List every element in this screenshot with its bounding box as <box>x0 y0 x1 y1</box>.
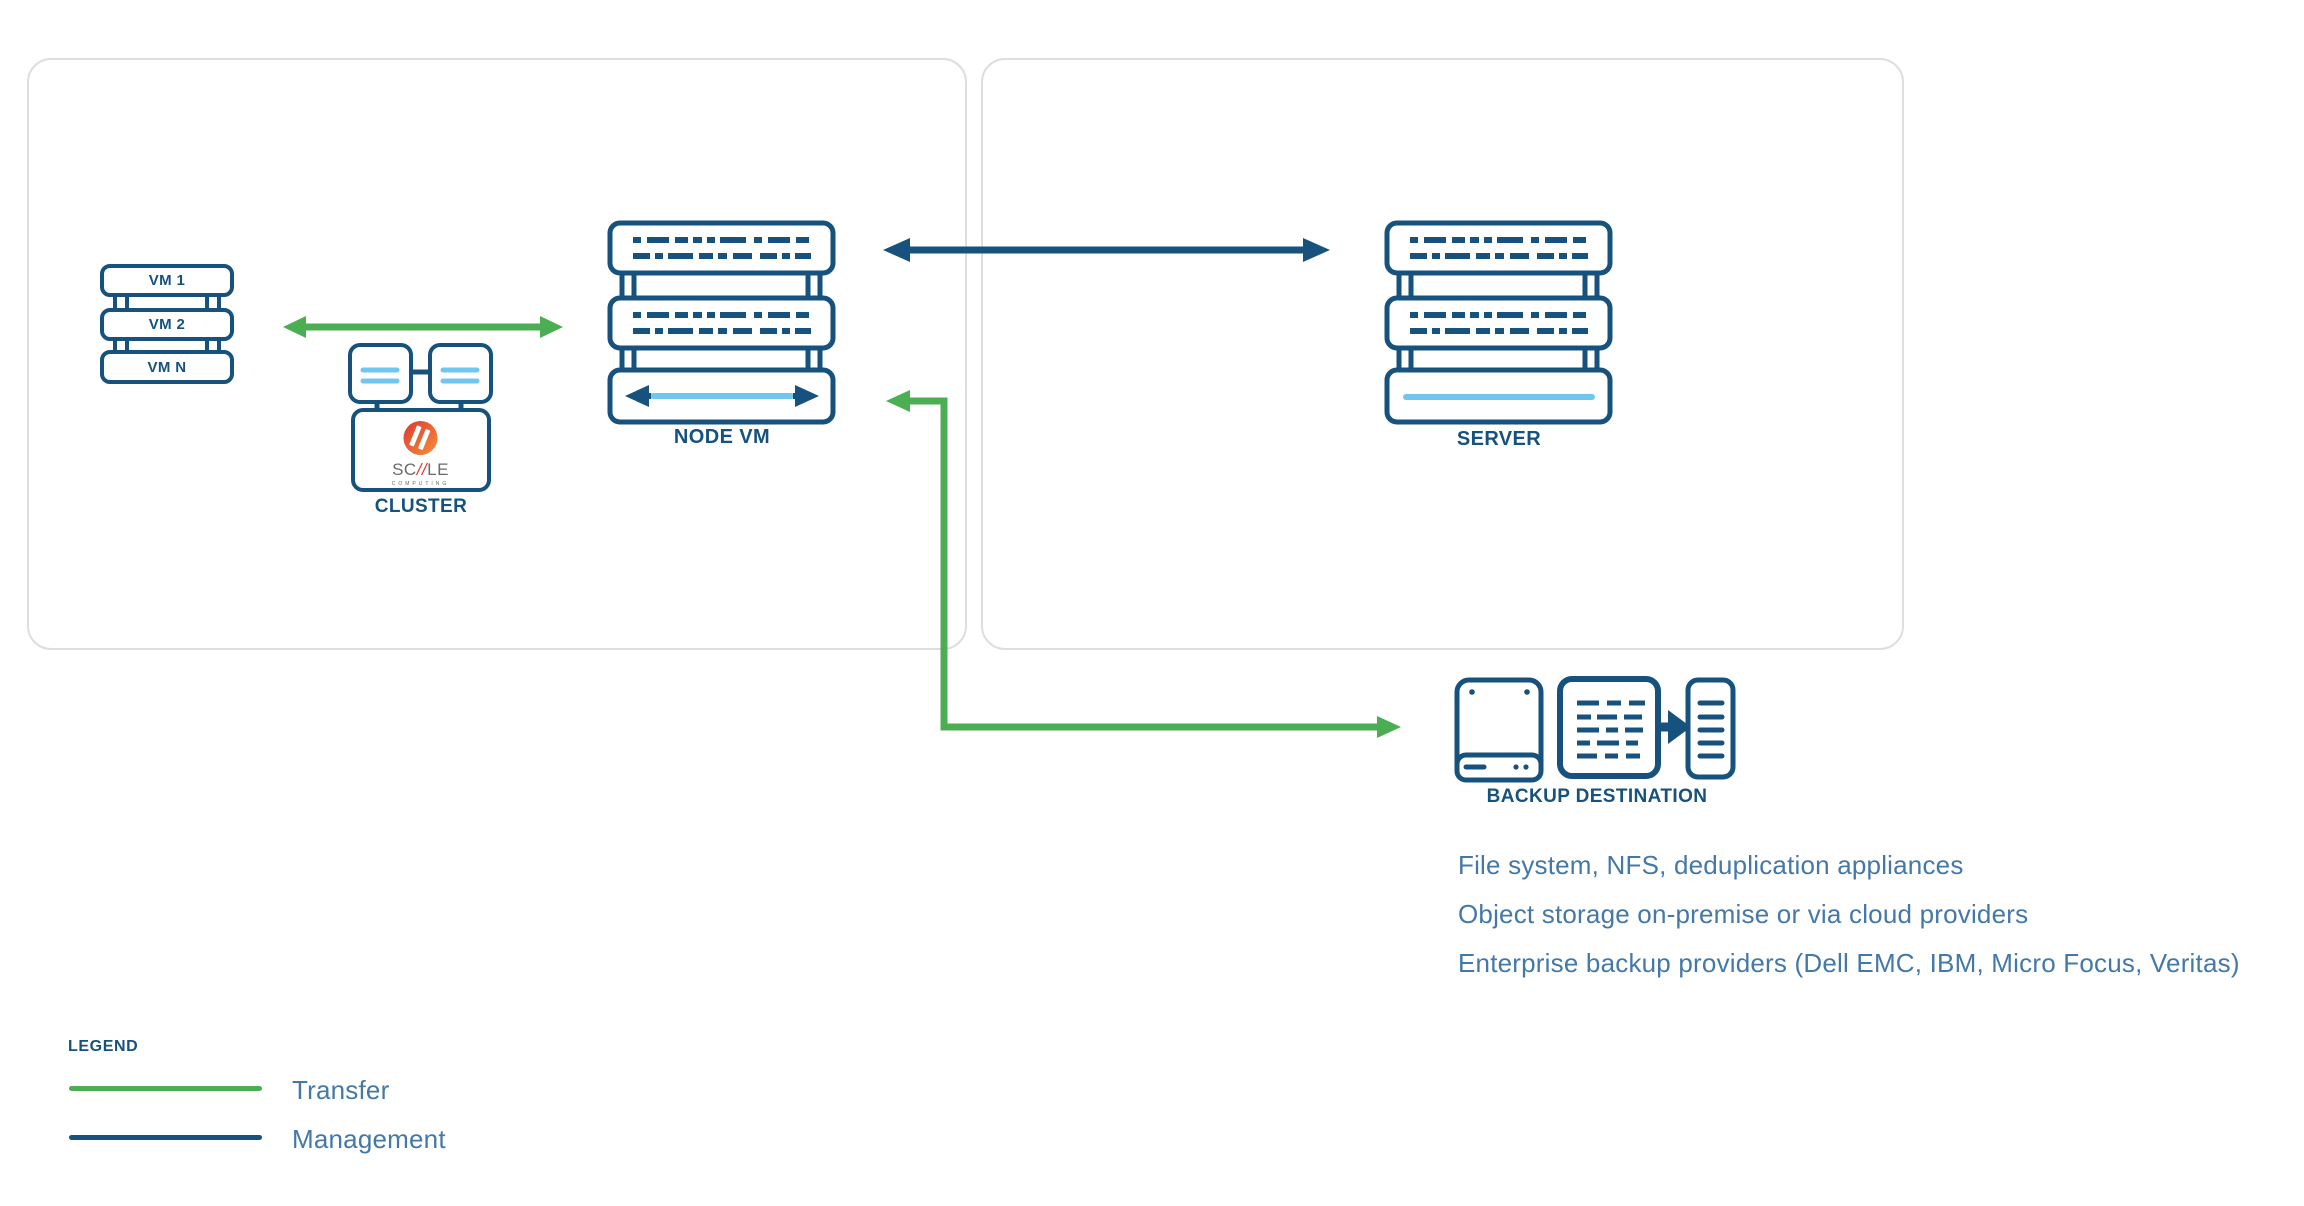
cluster-node-lines <box>360 367 480 384</box>
scale-logo-wordmark: SC//LE <box>392 460 449 479</box>
legend-title: LEGEND <box>68 1038 139 1055</box>
vm-stack-icon: VM 1 VM 2 VM N <box>96 260 238 388</box>
backup-description-line-2: Object storage on-premise or via cloud p… <box>1458 899 2029 929</box>
backup-destination-label: BACKUP DESTINATION <box>1486 786 1708 807</box>
transfer-arrow-node-backup <box>886 390 1401 738</box>
legend-management-label: Management <box>292 1124 446 1154</box>
server-icon <box>1382 218 1616 428</box>
server-led-rows <box>1410 237 1588 334</box>
cluster-label: CLUSTER <box>374 496 468 517</box>
vm-n-label: VM N <box>147 358 187 376</box>
vm-2-label: VM 2 <box>148 316 186 333</box>
backup-destination-icon <box>1450 672 1742 788</box>
node-vm-transfer-bus <box>625 385 819 407</box>
right-panel <box>981 58 1904 650</box>
node-vm-icon <box>605 218 839 428</box>
legend-management-line-icon <box>69 1135 262 1140</box>
node-vm-led-rows <box>633 237 811 334</box>
server-label: SERVER <box>1456 428 1542 450</box>
scale-logo-subtext: COMPUTING <box>392 481 450 487</box>
transfer-arrow-vm-node <box>283 316 563 338</box>
backup-description-line-1: File system, NFS, deduplication applianc… <box>1458 850 1964 880</box>
legend-transfer-line-icon <box>69 1086 262 1091</box>
backup-archive-icon <box>1685 677 1736 780</box>
backup-data-icon <box>1557 676 1661 779</box>
scale-computing-logo: SC//LE COMPUTING <box>392 421 450 487</box>
backup-description-line-3: Enterprise backup providers (Dell EMC, I… <box>1458 948 2240 978</box>
cluster-icon: SC//LE COMPUTING <box>346 339 496 497</box>
management-arrow-node-server <box>883 238 1330 262</box>
legend-transfer-label: Transfer <box>292 1075 390 1105</box>
vm-1-label: VM 1 <box>148 272 186 289</box>
backup-appliance-icon <box>1454 677 1544 783</box>
backup-write-arrow-icon <box>1658 710 1691 744</box>
node-vm-label: NODE VM <box>673 426 771 448</box>
